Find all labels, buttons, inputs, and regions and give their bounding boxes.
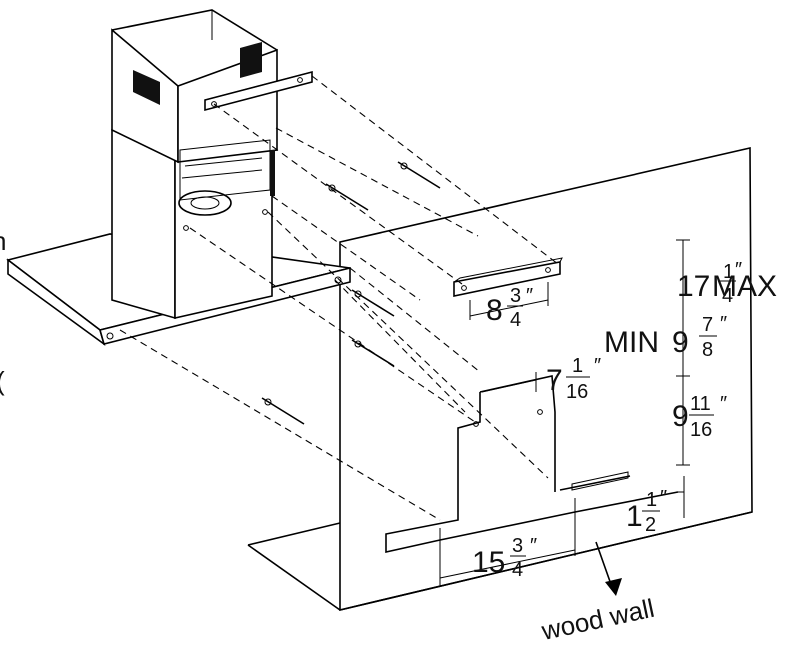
alignment-guides [119, 75, 559, 521]
dim-num: 1 [572, 355, 583, 377]
dim-whole: 9 [672, 400, 689, 433]
dim-inch: ″ [660, 487, 667, 509]
fan-ring [178, 190, 232, 216]
dim-whole: 9 [672, 326, 689, 359]
dim-num: 1 [646, 489, 657, 511]
range-hood [6, 9, 351, 347]
dim-num: 3 [512, 535, 523, 557]
dim-den: 4 [512, 559, 523, 581]
dim-whole: 7 [546, 364, 563, 397]
dim-den: 16 [690, 419, 712, 441]
dim-inch: ″ [720, 393, 727, 415]
dim-inch: ″ [720, 313, 727, 335]
dim-prefix: MIN [604, 326, 659, 359]
vent-right [240, 42, 262, 78]
dim-num: 3 [510, 285, 521, 307]
dim-min-9-7-8: MIN 9 7 8 ″ [604, 313, 727, 361]
dim-1-1-2: 1 1 2 ″ [626, 487, 667, 536]
dim-whole: 15 [472, 546, 505, 579]
dim-den: 4 [722, 285, 733, 307]
dim-inch: ″ [594, 355, 601, 377]
dimension-lines [439, 239, 690, 596]
dim-9-11-16: 9 11 16 ″ [672, 393, 727, 441]
dim-15-3-4: 15 3 4 ″ [472, 535, 537, 581]
dim-inch: ″ [530, 535, 537, 557]
edge-label-top: n [0, 226, 6, 256]
dim-num: 7 [702, 314, 713, 336]
edge-label-mid: ( [0, 366, 5, 396]
dim-7-1-16: 7 1 16 ″ [546, 355, 601, 403]
dim-whole: 1 [626, 500, 643, 533]
dim-17-1-4-max: 17 1 4 ″ MAX [677, 259, 777, 307]
dim-den: 2 [645, 514, 656, 536]
vent-left [133, 70, 160, 105]
dim-num: 11 [690, 393, 711, 415]
dim-num: 1 [723, 261, 734, 283]
dim-whole: 17 [677, 270, 710, 303]
dim-den: 16 [566, 381, 588, 403]
dim-inch: ″ [735, 259, 742, 281]
dim-inch: ″ [526, 285, 533, 307]
dim-den: 8 [702, 339, 713, 361]
dim-den: 4 [510, 309, 521, 331]
lower-chimney-left [111, 128, 176, 320]
dim-suffix: MAX [712, 270, 777, 303]
dim-whole: 8 [486, 294, 503, 327]
wood-wall-panel [247, 146, 753, 612]
wall-anchors [261, 161, 441, 425]
cutout-outline [385, 375, 679, 553]
dim-8-3-4: 8 3 4 ″ [486, 285, 533, 331]
wood-wall-label: wood wall [538, 593, 657, 646]
